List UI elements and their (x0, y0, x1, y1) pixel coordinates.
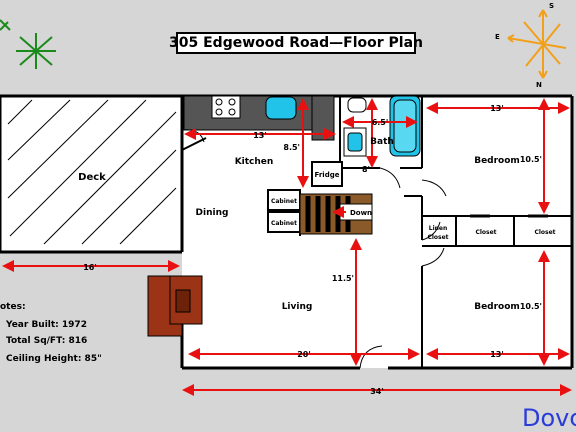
note-total-sqft: Total Sq/FT: 816 (6, 336, 88, 346)
living-depth-text: 11.5' (332, 274, 354, 283)
living-label: Living (282, 302, 313, 312)
stairs (299, 193, 373, 235)
dining-label: Dining (196, 208, 229, 218)
signature: Dovc (522, 404, 576, 432)
bedroom-top-label: Bedroom (474, 156, 520, 166)
compass-south-label: S (549, 2, 554, 10)
fridge (311, 161, 343, 187)
compass-north-label: N (536, 81, 542, 89)
linen-closet-label-2: Closet (427, 234, 448, 241)
deck (0, 94, 184, 254)
cabinet-bottom-label: Cabinet (271, 220, 297, 227)
compass-east-label: E (495, 33, 500, 41)
living-width-text: 20' (297, 350, 311, 359)
star-icon (16, 33, 56, 69)
compass-icon (507, 9, 567, 79)
bedroom-bottom-label: Bedroom (474, 302, 520, 312)
cabinet-top-label: Cabinet (271, 198, 297, 205)
house-width-text: 34' (370, 387, 384, 396)
kitchen-depth-text: 8.5' (283, 143, 300, 152)
fridge-label: Fridge (315, 171, 340, 179)
notes-heading: otes: (0, 302, 26, 312)
deck-label: Deck (78, 172, 106, 183)
fireplace (147, 275, 203, 337)
bath-depth-text: 8' (362, 165, 370, 174)
closet-label-2: Closet (534, 229, 555, 236)
bedroom-bottom-depth-text: 10.5' (520, 302, 542, 311)
kitchen-width-text: 13' (253, 131, 267, 140)
note-year-built: Year Built: 1972 (6, 320, 87, 330)
note-ceiling-height: Ceiling Height: 85" (6, 354, 102, 364)
kitchen-label: Kitchen (235, 157, 274, 167)
page-title: 305 Edgewood Road—Floor Plan (169, 32, 423, 54)
linen-closet-label-1: Linen (429, 225, 448, 232)
deck-width-text: 16' (83, 263, 97, 272)
bath-label: Bath (370, 137, 394, 147)
stairs-down-label: Down (350, 209, 372, 217)
bedroom-top-depth-text: 10.5' (520, 155, 542, 164)
bedroom-bottom-width-text: 13' (490, 350, 504, 359)
star-icon-partial (0, 19, 11, 31)
closet-label-1: Closet (475, 229, 496, 236)
bedroom-top-width-text: 13' (490, 104, 504, 113)
kitchen-counter (183, 95, 335, 141)
dimension-lines (2, 98, 570, 366)
bath-width-text: 6.5' (372, 118, 389, 127)
